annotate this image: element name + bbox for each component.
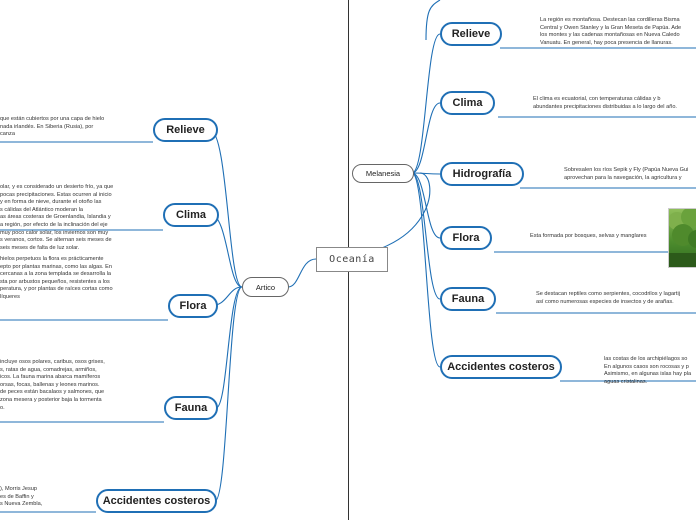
artico-relieve-node[interactable]: Relieve — [153, 118, 218, 142]
artico-clima-node[interactable]: Clima — [163, 203, 219, 227]
artico-flora-node[interactable]: Flora — [168, 294, 218, 318]
melanesia-relieve-node[interactable]: Relieve — [440, 22, 502, 46]
melanesia-flora-note: Esta formada por bosques, selvas y mangl… — [530, 233, 665, 241]
artico-fauna-node[interactable]: Fauna — [164, 396, 218, 420]
root-node-oceania[interactable]: Oceanía — [316, 247, 388, 272]
melanesia-fauna-node[interactable]: Fauna — [440, 287, 496, 311]
artico-fauna-note: incluye osos polares, caribus, osos gris… — [0, 359, 160, 412]
melanesia-fauna-note: Se destacan reptiles como serpientes, co… — [536, 291, 696, 306]
branch-artico[interactable]: Artico — [242, 277, 289, 297]
melanesia-clima-note: El clima es ecuatorial, con temperaturas… — [533, 96, 696, 111]
melanesia-relieve-note: La región es montañosa. Destecan las cor… — [540, 17, 696, 47]
forest-photo — [668, 208, 696, 268]
artico-accidentes-costeros-node[interactable]: Accidentes costeros — [96, 489, 217, 513]
melanesia-accidentes-costeros-node[interactable]: Accidentes costeros — [440, 355, 562, 379]
branch-melanesia[interactable]: Melanesia — [352, 164, 414, 183]
melanesia-hidrografia-note: Sobresalen los ríos Sepik y Fly (Papúa N… — [564, 167, 696, 182]
artico-clima-note: olar, y es considerado un desierto frío,… — [0, 184, 160, 252]
melanesia-flora-node[interactable]: Flora — [440, 226, 492, 250]
melanesia-hidrografia-node[interactable]: Hidrografía — [440, 162, 524, 186]
melanesia-clima-node[interactable]: Clima — [440, 91, 495, 115]
artico-relieve-note: que están cubiertos por una capa de hiel… — [0, 116, 150, 139]
artico-flora-note: hielos perpetuos la flora es prácticamen… — [0, 256, 165, 302]
